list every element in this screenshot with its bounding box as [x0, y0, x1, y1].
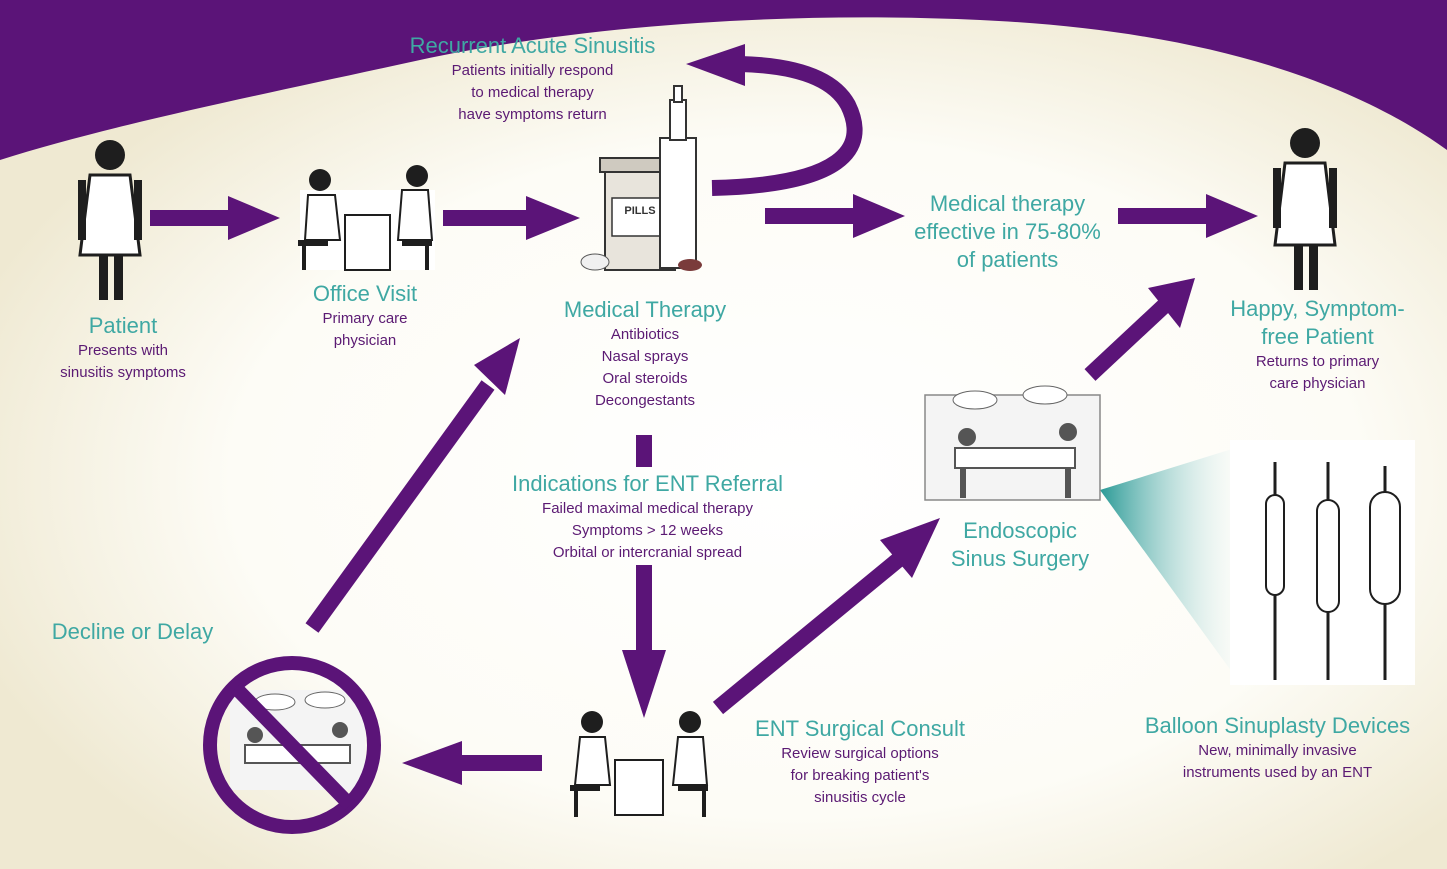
arrow-effective-to-happy [1118, 194, 1258, 238]
happy-line-2: care physician [1269, 375, 1366, 392]
top-banner [0, 0, 1447, 160]
arrow-patient-to-office [150, 196, 280, 240]
office-visit-label: Office Visit Primary care physician [280, 280, 450, 352]
effective-label: Medical therapy effective in 75-80% of p… [895, 190, 1120, 274]
happy-title-2: free Patient [1261, 324, 1374, 349]
recurrent-label: Recurrent Acute Sinusitis Patients initi… [390, 32, 675, 126]
ent-consult-title: ENT Surgical Consult [755, 716, 965, 741]
medical-therapy-title: Medical Therapy [563, 297, 727, 322]
referral-line-1: Failed maximal medical therapy [542, 500, 753, 517]
referral-line-2: Symptoms > 12 weeks [571, 522, 724, 539]
ent-consult-line-3: sinusitis cycle [814, 789, 906, 806]
happy-title-1: Happy, Symptom- [1230, 296, 1405, 321]
ent-consult-icon [570, 711, 709, 817]
arrow-therapy-to-effective [765, 194, 905, 238]
patient-title: Patient [88, 313, 158, 338]
recurrent-line-1: Patients initially respond [451, 62, 614, 79]
recurrent-line-3: have symptoms return [458, 106, 607, 123]
balloon-label: Balloon Sinuplasty Devices New, minimall… [1125, 712, 1430, 784]
ent-consult-label: ENT Surgical Consult Review surgical opt… [740, 715, 980, 809]
arrow-referral-to-consult [622, 565, 666, 718]
ent-consult-line-2: for breaking patient's [790, 767, 930, 784]
arrow-recurrent-loop [711, 56, 863, 196]
decline-title: Decline or Delay [51, 619, 214, 644]
surgery-title-2: Sinus Surgery [950, 546, 1090, 571]
device-highlight-beam [1100, 445, 1245, 690]
happy-line-1: Returns to primary [1255, 353, 1380, 370]
office-visit-icon [298, 165, 435, 271]
balloon-title: Balloon Sinuplasty Devices [1144, 713, 1411, 738]
patient-label: Patient Presents with sinusitis symptoms [28, 312, 218, 384]
balloon-line-2: instruments used by an ENT [1182, 764, 1373, 781]
referral-title: Indications for ENT Referral [511, 471, 784, 496]
ent-consult-line-1: Review surgical options [781, 745, 939, 762]
balloon-devices-icon [1265, 462, 1401, 680]
recurrent-line-2: to medical therapy [471, 84, 594, 101]
surgery-title-1: Endoscopic [963, 518, 1077, 543]
decline-label: Decline or Delay [40, 618, 225, 646]
diagonal-arrows [305, 56, 1171, 715]
effective-line-3: of patients [956, 247, 1059, 272]
patient-line-1: Presents with [77, 342, 169, 359]
patient-figure-icon [78, 140, 142, 300]
balloon-line-1: New, minimally invasive [1198, 742, 1357, 759]
arrow-decline-to-therapy [305, 380, 495, 633]
medical-therapy-label: Medical Therapy Antibiotics Nasal sprays… [545, 296, 745, 412]
arrowhead-recurrent [686, 44, 745, 86]
medicine-bottles-icon [580, 85, 702, 271]
arrow-surgery-to-happy [1084, 299, 1171, 381]
happy-patient-figure-icon [1273, 128, 1337, 290]
happy-patient-label: Happy, Symptom- free Patient Returns to … [1210, 295, 1425, 395]
office-visit-title: Office Visit [312, 281, 418, 306]
arrowhead-surgery [880, 518, 940, 578]
arrow-consult-to-surgery [712, 553, 904, 715]
no-surgery-icon [203, 656, 381, 834]
therapy-item-3: Oral steroids [602, 370, 688, 387]
arrow-therapy-to-referral [636, 435, 652, 467]
effective-line-1: Medical therapy [929, 191, 1086, 216]
office-visit-line-1: Primary care [322, 310, 408, 327]
arrow-heads [474, 44, 1195, 578]
arrowhead-decline [474, 338, 520, 395]
surgery-room-icon [924, 385, 1101, 501]
patient-line-2: sinusitis symptoms [60, 364, 186, 381]
arrow-consult-to-decline [402, 741, 542, 785]
flow-arrows [150, 194, 1258, 785]
pills-label: PILLS [624, 205, 656, 217]
therapy-item-2: Nasal sprays [601, 348, 689, 365]
surgery-label: Endoscopic Sinus Surgery [930, 517, 1110, 573]
arrowhead-happy [1148, 278, 1195, 328]
arrow-office-to-therapy [443, 196, 580, 240]
referral-line-3: Orbital or intercranial spread [552, 544, 743, 561]
therapy-item-4: Decongestants [594, 392, 696, 409]
therapy-item-1: Antibiotics [610, 326, 680, 343]
office-visit-line-2: physician [333, 332, 397, 349]
recurrent-title: Recurrent Acute Sinusitis [409, 33, 656, 58]
effective-line-2: effective in 75-80% [914, 219, 1101, 244]
referral-label: Indications for ENT Referral Failed maxi… [495, 470, 800, 564]
